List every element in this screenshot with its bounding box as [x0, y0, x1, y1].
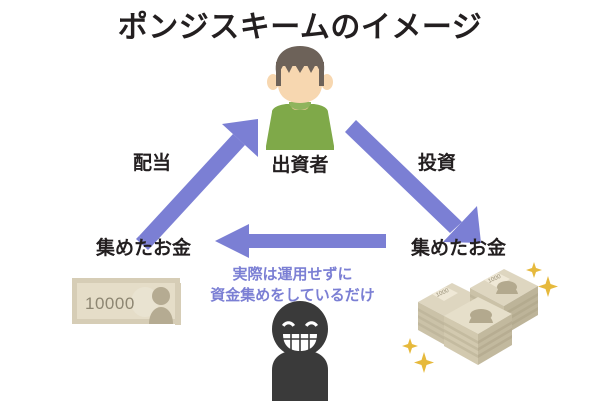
- center-note-line-1: 実際は運用せずに: [232, 266, 353, 283]
- arrow-label-investment: 投資: [418, 153, 457, 174]
- arrow-dividend: [136, 119, 258, 250]
- sparkle-icon: [402, 262, 558, 373]
- banknote-value: 10000: [85, 294, 135, 313]
- center-note-line-2: 資金集めをしているだけ: [210, 287, 375, 304]
- arrow-investment: [345, 120, 481, 243]
- node-label-collected-money-left: 集めたお金: [96, 238, 192, 259]
- center-note: 実際は運用せずに 資金集めをしているだけ: [175, 264, 410, 306]
- node-label-investor: 出資者: [271, 155, 329, 176]
- arrow-transfer: [215, 224, 386, 258]
- svg-text:1000: 1000: [487, 274, 502, 285]
- svg-text:1000: 1000: [435, 288, 450, 299]
- arrow-label-dividend: 配当: [133, 153, 172, 174]
- node-label-collected-money-right: 集めたお金: [411, 238, 507, 259]
- page-title: ポンジスキームのイメージ: [117, 11, 483, 44]
